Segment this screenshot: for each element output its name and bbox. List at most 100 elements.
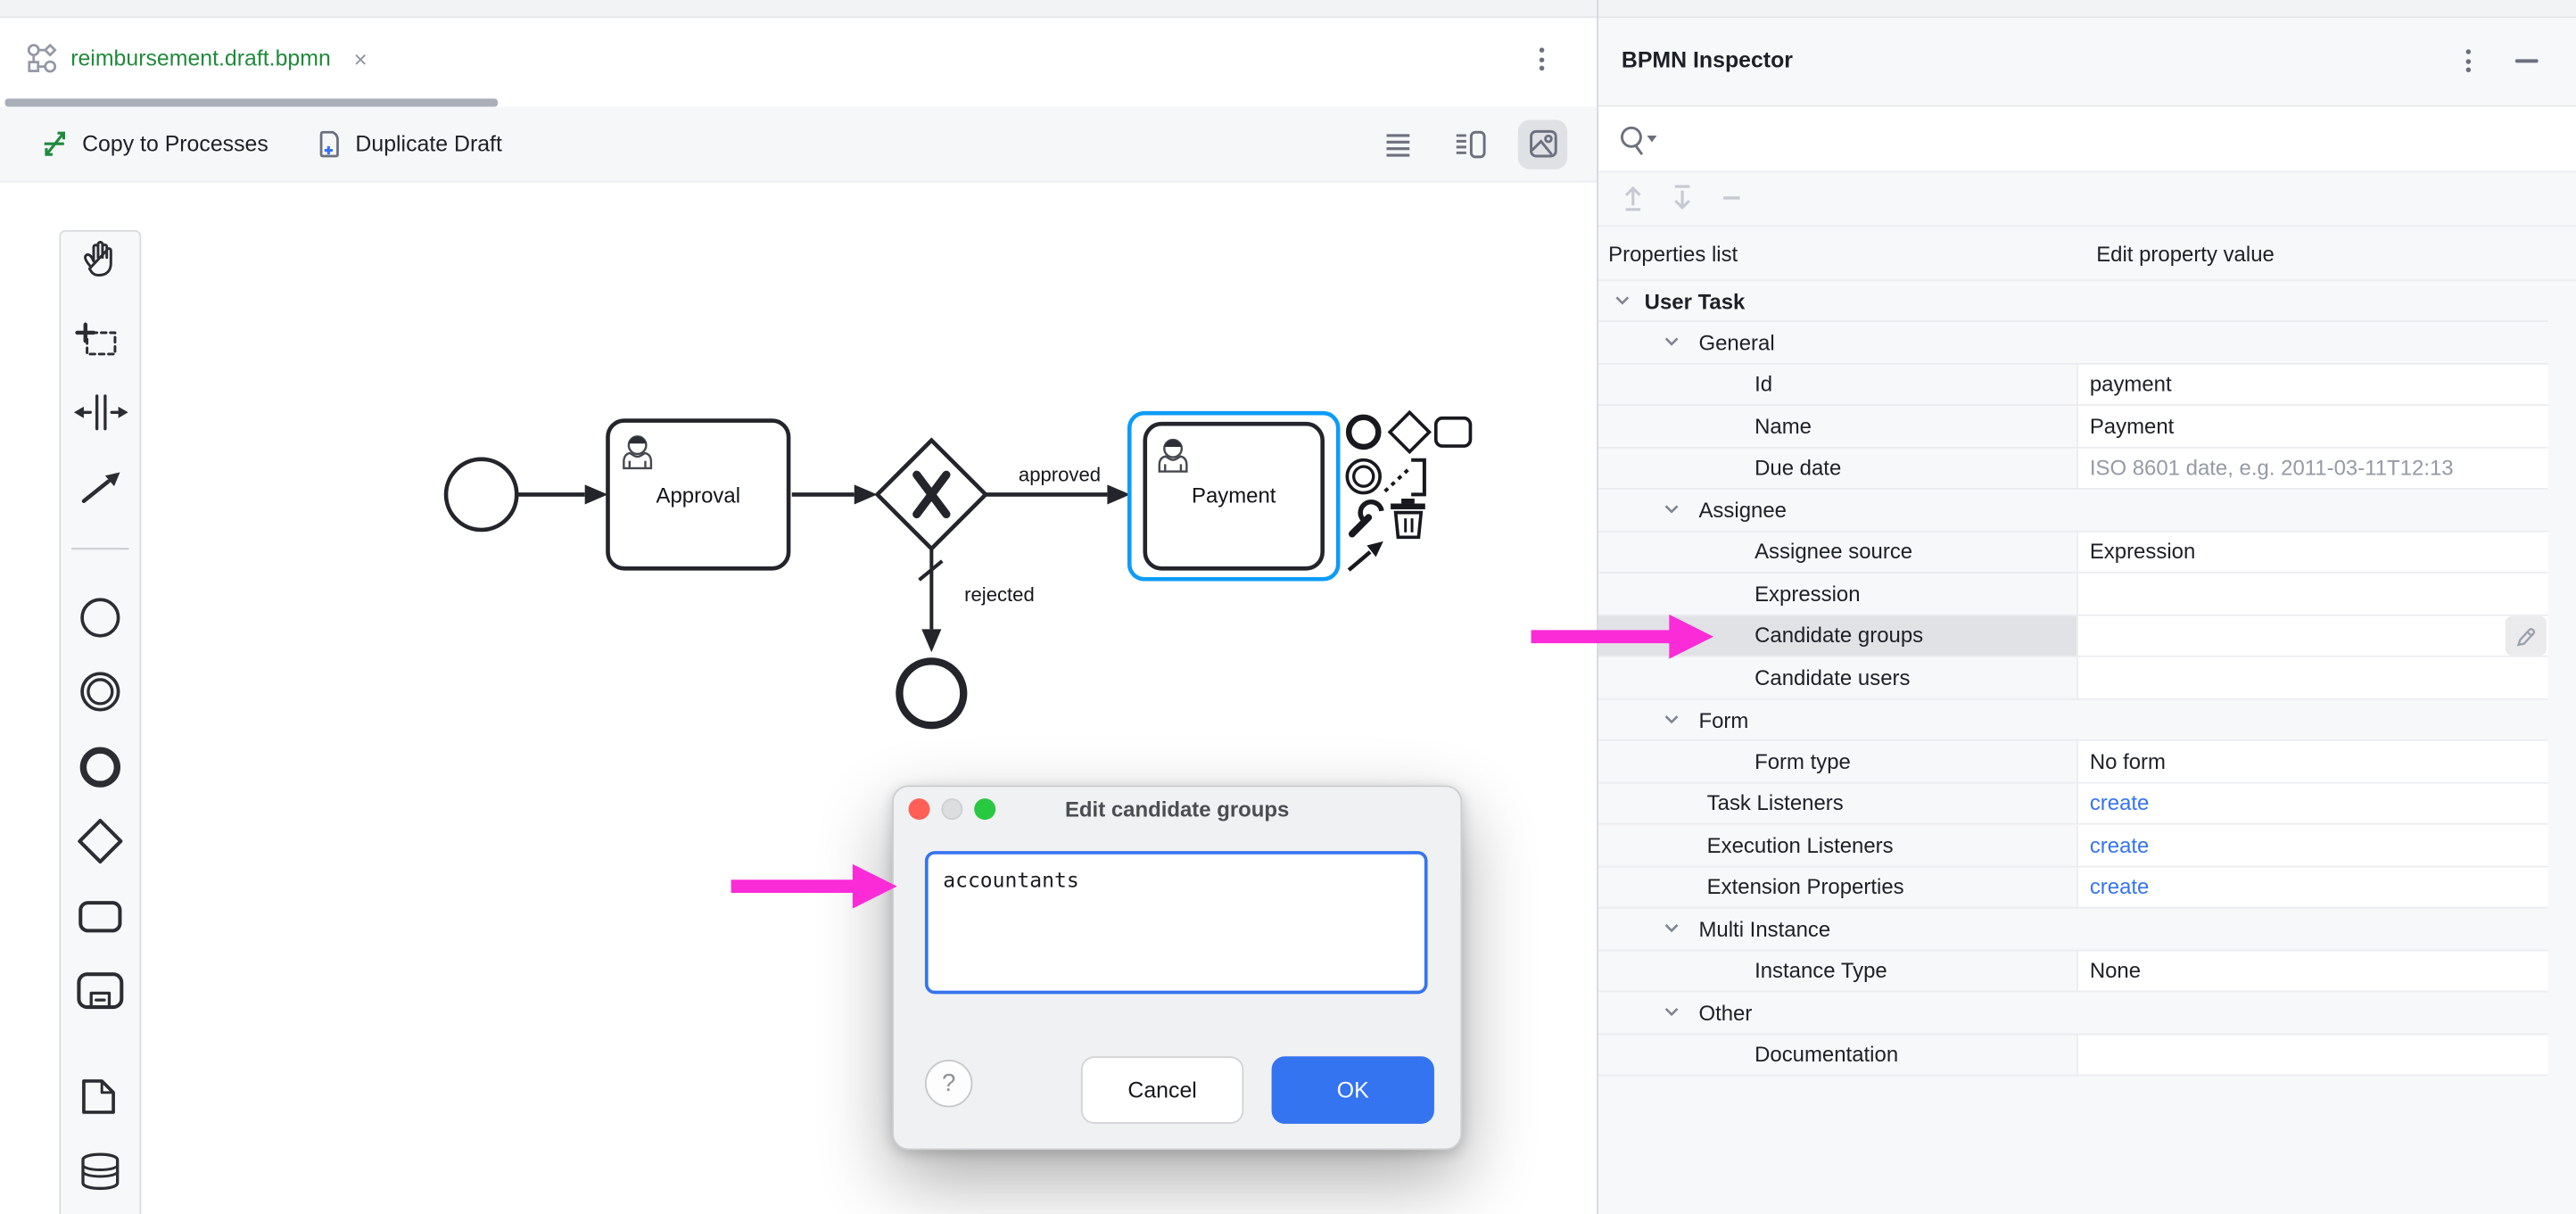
property-label-cell[interactable]: Execution Listeners	[1706, 832, 1894, 857]
minimize-icon[interactable]	[2514, 59, 2539, 64]
property-label-cell[interactable]: Expression	[1754, 581, 1861, 607]
cancel-button[interactable]: Cancel	[1080, 1056, 1244, 1124]
property-row[interactable]: Candidate groups	[1598, 615, 2548, 657]
start-event-shape[interactable]	[443, 457, 519, 533]
property-label-cell[interactable]: Form type	[1754, 748, 1851, 774]
property-row[interactable]: Extension Properties create	[1598, 866, 2548, 909]
chevron-down-icon[interactable]	[1664, 504, 1680, 514]
bpmn-canvas[interactable]: Approval Payment approved rejected	[0, 0, 1597, 1214]
edit-value-button[interactable]	[2505, 615, 2547, 656]
file-tab[interactable]: reimbursement.draft.bpmn ×	[26, 18, 367, 98]
append-gateway-icon[interactable]	[1387, 409, 1432, 455]
property-label-cell[interactable]: Documentation	[1754, 1042, 1899, 1067]
property-row[interactable]: Expression	[1598, 573, 2548, 615]
data-store-tool-icon[interactable]	[81, 1152, 120, 1190]
section-row[interactable]: Assignee	[1598, 490, 2548, 532]
property-value-cell[interactable]: Expression	[2076, 531, 2548, 574]
chevron-down-icon[interactable]	[1664, 714, 1680, 723]
property-label-cell[interactable]: Extension Properties	[1706, 874, 1904, 899]
space-tool-icon[interactable]	[73, 394, 128, 431]
move-down-icon[interactable]	[1669, 185, 1695, 212]
panel-divider[interactable]	[1597, 0, 1599, 1214]
lasso-tool-icon[interactable]	[75, 322, 117, 356]
candidate-groups-textarea[interactable]: accountants	[924, 851, 1428, 995]
view-canvas-button[interactable]	[1517, 119, 1568, 169]
property-label-cell[interactable]: Name	[1754, 413, 1812, 439]
property-label-cell[interactable]: Assignee source	[1754, 539, 1913, 565]
property-row[interactable]: Execution Listeners create	[1598, 824, 2548, 867]
property-row[interactable]: Instance Type None	[1598, 950, 2548, 993]
inspector-search-field[interactable]	[1598, 105, 2576, 173]
property-value-cell[interactable]: create	[2076, 782, 2548, 825]
close-window-icon[interactable]	[908, 798, 930, 821]
data-object-tool-icon[interactable]	[82, 1079, 115, 1114]
chevron-down-icon[interactable]	[1664, 1007, 1680, 1017]
intermediate-event-tool-icon[interactable]	[80, 672, 120, 712]
ok-button[interactable]: OK	[1271, 1056, 1434, 1124]
hand-tool-icon[interactable]	[84, 241, 112, 277]
property-value-cell[interactable]: payment	[2076, 363, 2548, 406]
end-event-tool-icon[interactable]	[79, 747, 121, 788]
property-value-cell[interactable]	[2076, 615, 2548, 657]
create-link[interactable]: create	[2089, 790, 2150, 816]
property-value-cell[interactable]: create	[2076, 824, 2548, 867]
view-split-button[interactable]	[1446, 120, 1495, 169]
property-value-cell[interactable]: create	[2076, 866, 2548, 909]
property-label-cell[interactable]: Candidate users	[1754, 665, 1911, 690]
connect-icon[interactable]	[1347, 541, 1383, 572]
trash-icon[interactable]	[1391, 498, 1425, 540]
copy-to-processes-button[interactable]: Copy to Processes	[39, 128, 268, 159]
chevron-down-icon[interactable]	[1664, 923, 1680, 933]
property-value-cell[interactable]: No form	[2076, 740, 2548, 783]
append-task-icon[interactable]	[1433, 416, 1473, 448]
tab-close-icon[interactable]: ×	[353, 45, 367, 72]
task-approval-shape[interactable]	[606, 418, 791, 571]
remove-icon[interactable]	[1719, 185, 1745, 212]
property-value-cell[interactable]	[2076, 657, 2548, 699]
task-payment-shape[interactable]	[1143, 421, 1325, 571]
property-row[interactable]: Candidate users	[1598, 657, 2548, 699]
property-row[interactable]: Task Listeners create	[1598, 782, 2548, 825]
start-event-tool-icon[interactable]	[80, 598, 120, 638]
create-link[interactable]: create	[2089, 832, 2150, 857]
section-row[interactable]: Other	[1598, 992, 2548, 1035]
minimize-window-icon[interactable]	[941, 798, 963, 821]
task-tool-icon[interactable]	[78, 901, 122, 933]
section-row[interactable]: Multi Instance	[1598, 909, 2548, 951]
section-row[interactable]: Form	[1598, 699, 2548, 741]
chevron-down-icon[interactable]	[1664, 337, 1680, 347]
search-options-caret-icon[interactable]	[1647, 135, 1657, 142]
property-value-cell[interactable]	[2076, 1034, 2548, 1077]
subprocess-tool-icon[interactable]	[77, 972, 124, 1010]
maximize-window-icon[interactable]	[974, 798, 996, 821]
end-event-shape[interactable]	[896, 657, 968, 730]
property-label-cell[interactable]: Instance Type	[1754, 958, 1887, 983]
append-end-event-icon[interactable]	[1345, 414, 1382, 450]
duplicate-draft-button[interactable]: Duplicate Draft	[314, 128, 502, 159]
append-text-annotation-icon[interactable]	[1383, 458, 1426, 497]
property-value-cell[interactable]: None	[2076, 950, 2548, 993]
editor-more-options-icon[interactable]	[1539, 47, 1545, 71]
property-row[interactable]: Due date ISO 8601 date, e.g. 2011-03-11T1…	[1598, 447, 2548, 490]
property-label-cell[interactable]: Due date	[1754, 455, 1842, 481]
move-up-icon[interactable]	[1620, 185, 1646, 212]
property-value-cell[interactable]: ISO 8601 date, e.g. 2011-03-11T12:13	[2076, 447, 2548, 490]
gateway-tool-icon[interactable]	[78, 818, 123, 864]
connect-tool-icon[interactable]	[81, 472, 120, 503]
inspector-more-options-icon[interactable]	[2465, 49, 2472, 73]
section-row[interactable]: User Task	[1598, 280, 2548, 323]
property-label-cell[interactable]: Id	[1754, 371, 1773, 397]
section-row[interactable]: General	[1598, 322, 2548, 364]
wrench-icon[interactable]	[1348, 499, 1384, 538]
property-row[interactable]: Form type No form	[1598, 740, 2548, 783]
chevron-down-icon[interactable]	[1615, 295, 1631, 305]
create-link[interactable]: create	[2089, 874, 2150, 899]
property-row[interactable]: Assignee source Expression	[1598, 531, 2548, 574]
property-row[interactable]: Documentation	[1598, 1034, 2548, 1077]
help-button[interactable]: ?	[924, 1059, 973, 1108]
property-value-cell[interactable]	[2076, 573, 2548, 615]
view-text-button[interactable]	[1374, 120, 1423, 169]
append-intermediate-event-icon[interactable]	[1345, 458, 1382, 495]
property-label-cell[interactable]: Task Listeners	[1706, 790, 1844, 816]
